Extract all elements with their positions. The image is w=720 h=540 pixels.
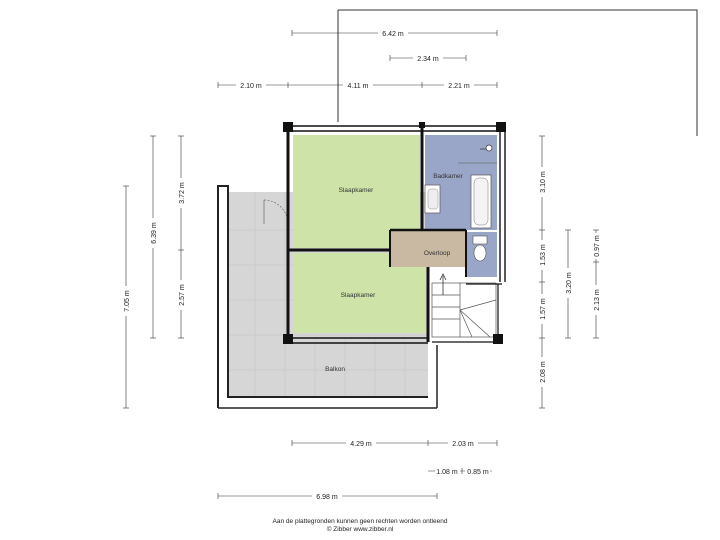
toilet-icon (473, 244, 487, 262)
balcony-railing (217, 185, 428, 408)
roof-outline (338, 9, 698, 136)
footer-disclaimer: Aan de plattegronden kunnen geen rechten… (272, 518, 448, 525)
dimension-left-mid: 6.39 m (151, 222, 158, 244)
dimension-left-outer: 7.05 m (124, 290, 131, 312)
shower-head-icon (485, 144, 493, 152)
stairs-arrow-icon (439, 273, 447, 295)
room-label-bathroom: Badkamer (433, 173, 463, 180)
dimension-bottom-a: 4.29 m (350, 441, 372, 448)
columns (283, 122, 506, 344)
dimension-top-sub: 2.34 m (417, 56, 439, 63)
room-label-bedroom-bottom: Slaapkamer (341, 292, 377, 299)
dimension-right-e: 3.20 m (566, 272, 573, 294)
dimension-right-d: 2.08 m (540, 361, 547, 383)
dimension-row-c: 2.21 m (448, 83, 470, 90)
dimension-bottom-c: 1.08 m (436, 469, 458, 476)
dimension-right-f: 0.97 m (594, 235, 601, 257)
landing-fill (390, 230, 466, 267)
dimension-right-b: 1.53 m (540, 244, 547, 266)
dimension-row-a: 2.10 m (240, 83, 262, 90)
bathtub-basin (473, 177, 489, 226)
dimension-bottom-b: 2.03 m (452, 441, 474, 448)
stairs (431, 282, 497, 338)
walls (286, 125, 506, 344)
dimension-bottom-total: 6.98 m (316, 494, 338, 501)
dimension-label-backgrounds (121, 28, 601, 501)
room-label-landing: Overloop (424, 250, 451, 257)
door-swing-icon (263, 199, 289, 225)
footer-credit: © Zibber www.zibber.nl (326, 526, 394, 533)
sink-basin (427, 188, 439, 210)
dimension-right-a: 3.10 m (540, 171, 547, 193)
dimension-right-c: 1.57 m (540, 298, 547, 320)
dimension-top-total: 6.42 m (382, 31, 404, 38)
dimension-left-inner-bottom: 2.57 m (179, 284, 186, 306)
toilet-tank (472, 235, 488, 245)
dimension-bottom-d: 0.85 m (467, 469, 489, 476)
dimension-right-g: 2.13 m (594, 289, 601, 311)
dimension-left-inner-top: 3.72 m (179, 182, 186, 204)
room-label-bedroom-top: Slaapkamer (339, 187, 375, 194)
room-label-balcony: Balkon (325, 366, 345, 373)
dimension-row-b: 4.11 m (348, 83, 369, 90)
